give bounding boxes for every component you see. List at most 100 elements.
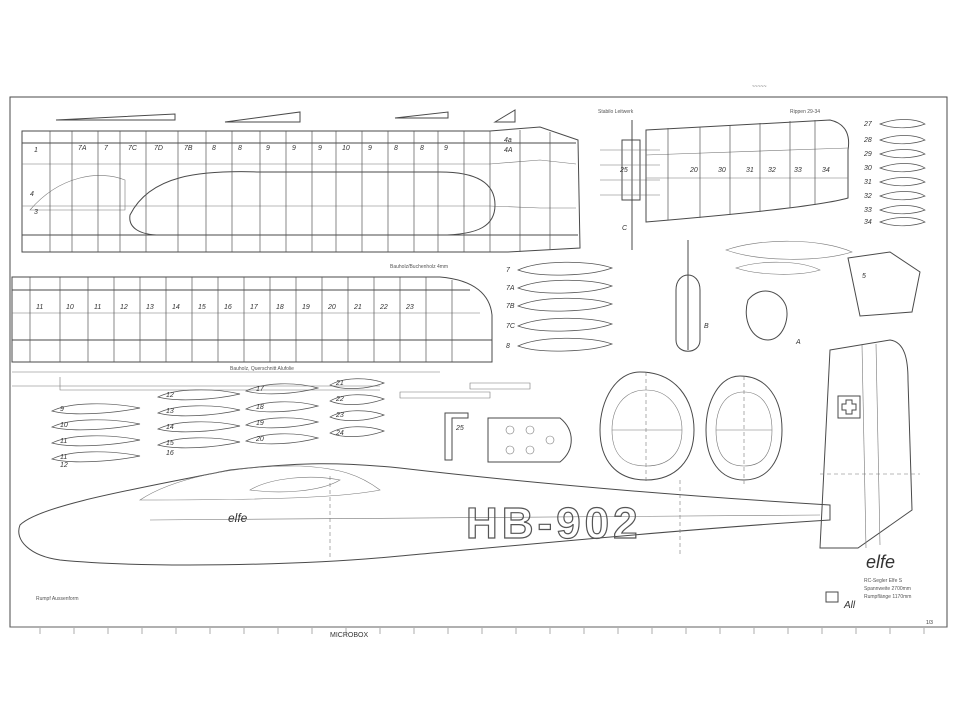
- svg-text:7B: 7B: [184, 145, 193, 152]
- signature: All: [843, 600, 856, 611]
- rib-column-4: 21 22 23 24: [329, 378, 385, 437]
- svg-text:B: B: [704, 323, 709, 330]
- stab-tip-ribs: 27 28 29 30 31 32 33 34: [863, 119, 926, 227]
- title-block: elfe RC-Segler Elfe S Spannweite 2700mm …: [825, 552, 911, 611]
- stabilizer: Stabilo Leitwerk Rippen 29-34 20 30 31 3…: [598, 109, 926, 227]
- svg-text:22: 22: [335, 396, 344, 403]
- fuselage: HB-902 elfe Rumpf Aussenform: [18, 463, 831, 602]
- svg-text:7C: 7C: [128, 145, 138, 152]
- svg-text:Rumpf Aussenform: Rumpf Aussenform: [36, 596, 79, 602]
- rudder-hinge-plate: 5: [847, 251, 921, 317]
- svg-text:17: 17: [250, 304, 259, 311]
- svg-text:4A: 4A: [504, 147, 513, 154]
- svg-text:Rumpflänge 1170mm: Rumpflänge 1170mm: [864, 594, 911, 600]
- footer-ruler: MICROBOX 1/3: [10, 620, 947, 639]
- sheet-number: 1/3: [926, 620, 933, 626]
- svg-text:10: 10: [342, 145, 350, 152]
- rib-column-3: 17 18 19 20: [245, 383, 320, 445]
- svg-text:14: 14: [166, 424, 174, 431]
- canopy-frame: 25 C: [600, 120, 660, 250]
- svg-text:11: 11: [36, 304, 43, 311]
- svg-text:12: 12: [60, 462, 68, 469]
- rib-column-2: 12 13 14 15 16: [157, 389, 241, 457]
- svg-text:12: 12: [120, 304, 128, 311]
- svg-text:15: 15: [198, 304, 206, 311]
- svg-text:29: 29: [863, 151, 872, 158]
- svg-text:20: 20: [689, 167, 698, 174]
- former-left: [599, 371, 695, 484]
- svg-text:9: 9: [318, 145, 322, 152]
- svg-text:C: C: [622, 225, 628, 232]
- svg-text:Rippen 29-34: Rippen 29-34: [790, 109, 820, 115]
- svg-text:32: 32: [864, 193, 872, 200]
- svg-text:12: 12: [166, 392, 174, 399]
- small-parts: 25 25 C B: [444, 120, 921, 484]
- fuselage-logo: elfe: [228, 511, 248, 525]
- svg-text:19: 19: [256, 420, 264, 427]
- svg-text:22: 22: [379, 304, 388, 311]
- loose-ribs: 9 10 11 11 12 12 13 14 15 16 17 18 19 20: [51, 261, 614, 469]
- svg-text:Bauholz, Querschnitt Alufolie: Bauholz, Querschnitt Alufolie: [230, 366, 294, 372]
- svg-text:21: 21: [335, 380, 344, 387]
- svg-text:23: 23: [405, 304, 414, 311]
- svg-text:Bauholz/Buchenholz 4mm: Bauholz/Buchenholz 4mm: [390, 264, 448, 270]
- svg-text:27: 27: [863, 121, 873, 128]
- svg-text:21: 21: [353, 304, 362, 311]
- svg-text:Spannweite 2700mm: Spannweite 2700mm: [864, 586, 911, 592]
- svg-text:10: 10: [60, 422, 68, 429]
- svg-text:17: 17: [256, 386, 265, 393]
- svg-text:31: 31: [746, 167, 754, 174]
- swiss-cross-icon: [837, 395, 861, 419]
- svg-text:30: 30: [864, 165, 872, 172]
- svg-text:7B: 7B: [506, 303, 515, 310]
- svg-text:1: 1: [34, 147, 38, 154]
- svg-text:8: 8: [394, 145, 398, 152]
- svg-text:18: 18: [256, 404, 264, 411]
- svg-text:33: 33: [864, 207, 872, 214]
- wing-section-detail: B A: [675, 240, 853, 352]
- svg-text:18: 18: [276, 304, 284, 311]
- svg-text:23: 23: [335, 412, 344, 419]
- svg-text:14: 14: [172, 304, 180, 311]
- svg-text:9: 9: [444, 145, 448, 152]
- former-right: [705, 375, 783, 484]
- svg-text:34: 34: [822, 167, 830, 174]
- svg-text:RC-Segler Elfe S: RC-Segler Elfe S: [864, 578, 903, 584]
- svg-text:16: 16: [224, 304, 232, 311]
- svg-text:11: 11: [60, 454, 67, 461]
- svg-text:8: 8: [212, 145, 216, 152]
- wing-upper-ribs: [49, 130, 551, 252]
- svg-text:10: 10: [66, 304, 74, 311]
- svg-text:32: 32: [768, 167, 776, 174]
- svg-text:11: 11: [94, 304, 101, 311]
- svg-text:25: 25: [619, 167, 628, 174]
- svg-text:25: 25: [455, 425, 464, 432]
- svg-text:8: 8: [506, 343, 510, 350]
- svg-text:19: 19: [302, 304, 310, 311]
- svg-text:24: 24: [335, 430, 344, 437]
- stab-ribs: [667, 120, 816, 220]
- svg-text:9: 9: [368, 145, 372, 152]
- wing-upper-rib-numbers: 1 7A 7 7C 7D 7B 8 8 9 9 9 10 9 8 8 9 4a …: [30, 137, 513, 216]
- svg-text:20: 20: [327, 304, 336, 311]
- svg-text:7C: 7C: [506, 323, 516, 330]
- svg-text:16: 16: [166, 450, 174, 457]
- svg-text:33: 33: [794, 167, 802, 174]
- ruler-label: MICROBOX: [330, 632, 368, 639]
- ruler-ticks: [39, 628, 925, 634]
- svg-text:Stabilo Leitwerk: Stabilo Leitwerk: [598, 109, 634, 115]
- svg-text:4a: 4a: [504, 137, 512, 144]
- svg-text:34: 34: [864, 219, 872, 226]
- svg-text:13: 13: [146, 304, 154, 311]
- wing-lower-ribs: [29, 277, 453, 362]
- svg-text:4: 4: [30, 191, 34, 198]
- fin: [819, 339, 920, 549]
- wing-lower: 11 10 11 12 13 14 15 16 17 18 19 20 21 2…: [11, 276, 493, 391]
- brand-logo: elfe: [866, 552, 895, 572]
- svg-text:5: 5: [862, 273, 866, 280]
- svg-text:11: 11: [60, 438, 67, 445]
- svg-text:9: 9: [292, 145, 296, 152]
- svg-text:9: 9: [266, 145, 270, 152]
- svg-text:7A: 7A: [506, 285, 515, 292]
